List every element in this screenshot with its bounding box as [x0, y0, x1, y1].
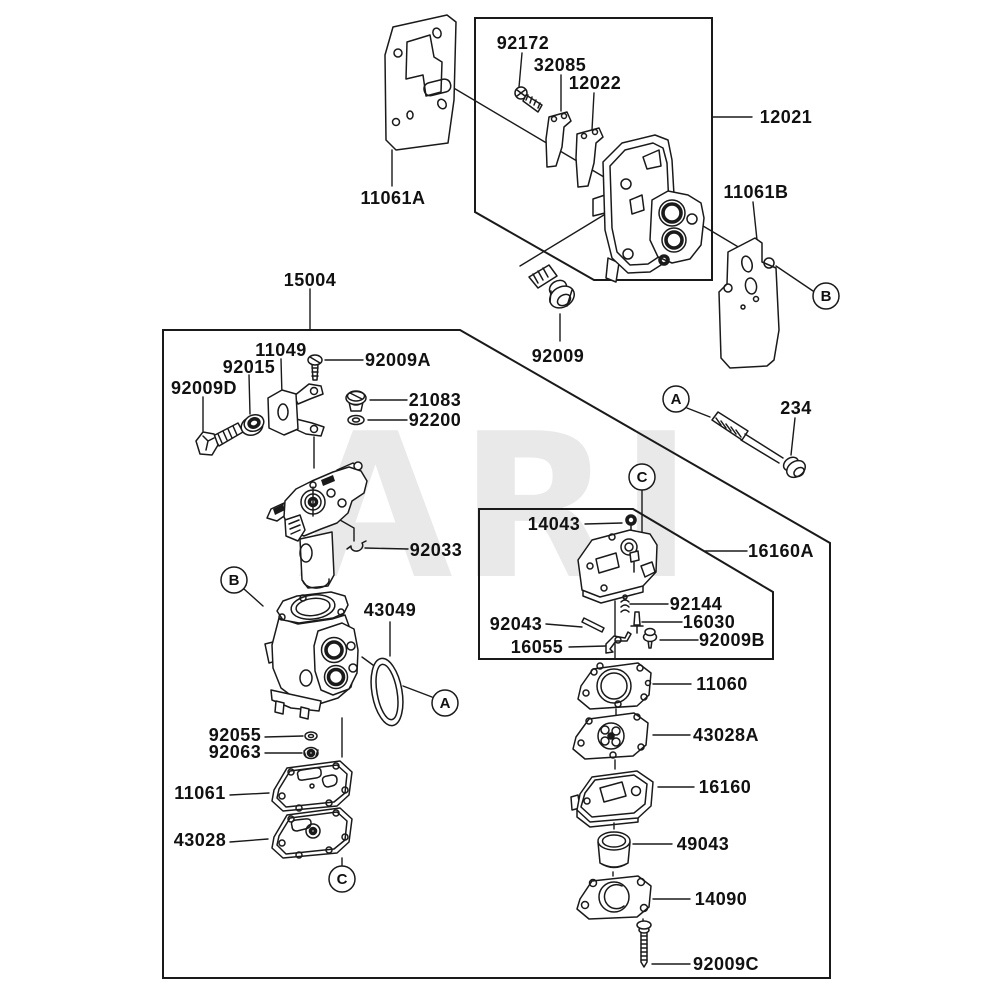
part-16160a-metering-cover	[577, 529, 658, 604]
part-label-32085: 32085	[534, 55, 587, 75]
part-label-43028: 43028	[174, 830, 227, 850]
part-label-16160: 16160	[699, 777, 752, 797]
part-label-92055: 92055	[209, 725, 262, 745]
part-12021-insulator	[592, 134, 705, 283]
svg-text:C: C	[337, 871, 348, 888]
part-92063-nut	[303, 746, 319, 760]
part-label-43049: 43049	[364, 600, 417, 620]
part-label-12022: 12022	[569, 73, 622, 93]
callout-a-mount-bolt: A	[662, 385, 690, 413]
callout-a-gasket-ref: A	[431, 689, 459, 717]
part-92144-spring	[620, 594, 630, 613]
svg-text:A: A	[440, 695, 451, 712]
part-label-16160A: 16160A	[748, 541, 814, 561]
part-11060-gasket	[577, 662, 652, 710]
part-16030-needle-valve	[630, 611, 644, 634]
part-21083-fitting	[345, 390, 367, 412]
part-label-92200: 92200	[409, 410, 462, 430]
part-92055-washer	[304, 731, 318, 741]
part-label-11049: 11049	[255, 340, 307, 360]
part-label-92144: 92144	[670, 594, 723, 614]
part-11061b-gasket	[718, 237, 780, 369]
part-16055-lever	[605, 631, 632, 654]
part-43028-diaphragm	[271, 807, 353, 859]
part-11061a-gasket	[384, 14, 457, 151]
part-49043-cup	[597, 831, 631, 869]
callout-c-diaphragm-ref: C	[328, 865, 356, 893]
part-92033-clip	[346, 540, 367, 552]
part-label-14090: 14090	[695, 889, 748, 909]
part-92043-pin	[581, 617, 605, 633]
part-16160-metering-body	[570, 770, 654, 828]
part-92009-bolt	[528, 264, 575, 309]
part-label-16030: 16030	[683, 612, 736, 632]
part-92009b-screw	[642, 627, 658, 649]
part-label-92015: 92015	[223, 357, 276, 377]
part-14090-cover	[576, 875, 652, 920]
part-label-92009A: 92009A	[365, 350, 431, 370]
part-11061-diaphragm	[271, 760, 353, 812]
part-32085-plate	[545, 111, 572, 168]
group-box-12021	[474, 17, 713, 281]
part-label-92009B: 92009B	[699, 630, 765, 650]
part-number-labels: 92172 32085 12022 12021 11061A 11061B 92…	[171, 33, 814, 974]
group-box-15004	[162, 329, 831, 979]
part-label-11061: 11061	[174, 783, 226, 803]
svg-text:A: A	[671, 391, 682, 408]
part-label-92009D: 92009D	[171, 378, 237, 398]
part-label-12021: 12021	[760, 107, 813, 127]
part-label-11061B: 11061B	[723, 182, 788, 202]
part-11049-bracket	[267, 383, 325, 437]
callout-c-metering-ref: C	[628, 463, 656, 491]
part-92172-screw	[514, 86, 543, 113]
group-box-16160a	[478, 508, 774, 660]
part-234-bolt	[711, 411, 807, 479]
part-label-92063: 92063	[209, 742, 262, 762]
svg-text:B: B	[821, 288, 832, 305]
part-label-234: 234	[780, 398, 812, 418]
part-92009d-bolt	[195, 422, 244, 456]
part-43028a-diaphragm	[572, 712, 649, 760]
watermark-text: ARI	[298, 391, 699, 624]
part-label-92172: 92172	[497, 33, 550, 53]
callout-b-carb-body-ref: B	[220, 566, 248, 594]
part-43049-gasket	[370, 657, 404, 727]
callout-b-gasket-ref: B	[812, 282, 840, 310]
part-label-15004: 15004	[284, 270, 337, 290]
part-92009c-screw	[636, 920, 652, 968]
part-92009a-screw	[307, 354, 323, 381]
part-label-49043: 49043	[677, 834, 730, 854]
svg-text:B: B	[229, 572, 240, 589]
part-label-11061A: 11061A	[360, 188, 425, 208]
part-92015-nut	[240, 413, 265, 437]
part-label-21083: 21083	[409, 390, 462, 410]
part-12022-plate	[575, 127, 604, 188]
part-label-43028A: 43028A	[693, 725, 759, 745]
svg-text:C: C	[637, 469, 648, 486]
part-label-92009: 92009	[532, 346, 585, 366]
part-15004-carburetor-top	[266, 461, 368, 589]
part-label-92009C: 92009C	[693, 954, 759, 974]
part-label-92043: 92043	[490, 614, 543, 634]
leader-lines	[202, 52, 814, 965]
part-label-92033: 92033	[410, 540, 463, 560]
part-label-16055: 16055	[511, 637, 564, 657]
part-carburetor-body	[264, 591, 359, 720]
part-label-11060: 11060	[696, 674, 748, 694]
part-label-14043: 14043	[528, 514, 581, 534]
part-92200-washer	[347, 414, 365, 426]
